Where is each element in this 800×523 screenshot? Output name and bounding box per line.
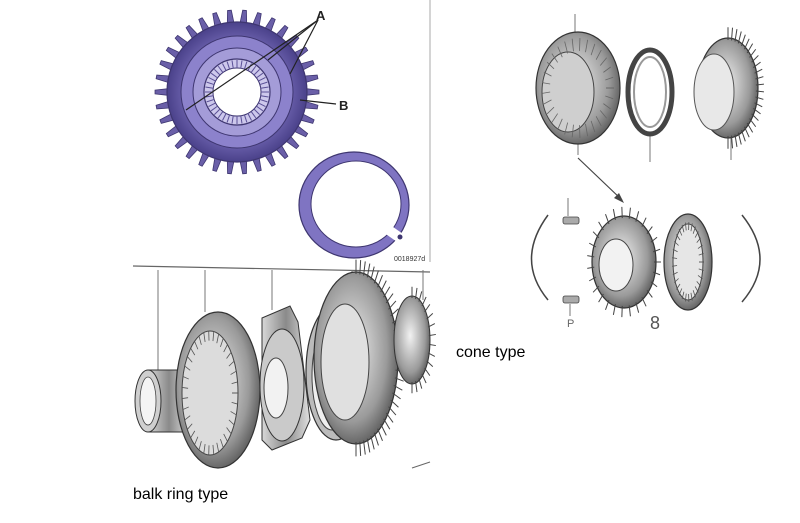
part-number: 0018927d	[394, 256, 426, 263]
caption-balk-ring-type: balk ring type	[133, 486, 229, 503]
callout-b: B	[339, 98, 349, 113]
label-8: 8	[650, 313, 661, 333]
label-p: P	[567, 318, 575, 330]
snap-ring	[298, 151, 410, 259]
callout-a: A	[316, 8, 326, 23]
callout-leaders	[185, 19, 337, 111]
cone-type-exploded-view	[530, 14, 764, 318]
balk-ring-exploded-view	[132, 259, 436, 469]
caption-cone-type: cone type	[456, 344, 526, 361]
purple-gear	[154, 9, 320, 175]
